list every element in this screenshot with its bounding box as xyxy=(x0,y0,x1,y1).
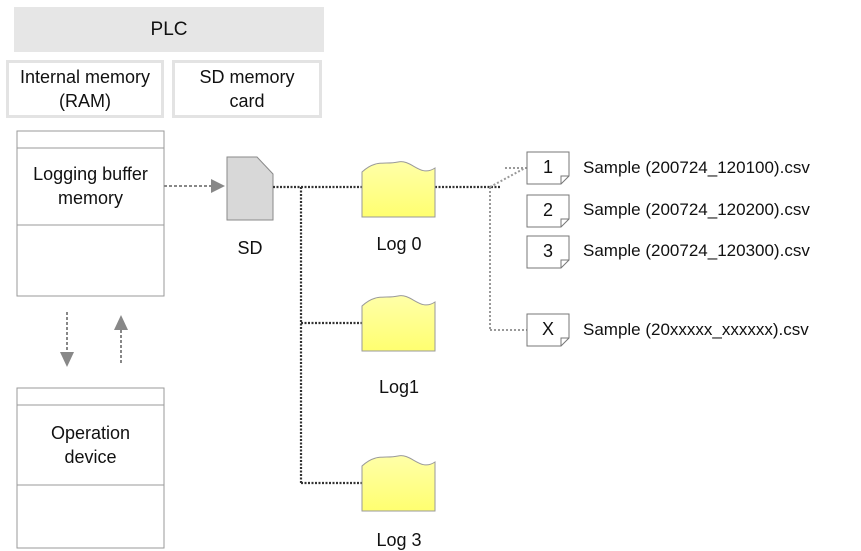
file-name-1: Sample (200724_120100).csv xyxy=(583,158,810,177)
file-id-3: 3 xyxy=(542,241,553,261)
log0-label: Log 0 xyxy=(376,234,422,254)
file-id-x: X xyxy=(541,319,554,339)
log1-folder-icon xyxy=(361,295,436,352)
sd-memory-card-label: SD memory card xyxy=(199,67,295,111)
file-id-2: 2 xyxy=(542,200,553,220)
file-name-3: Sample (200724_120300).csv xyxy=(583,241,810,260)
file-icon-2 xyxy=(526,194,570,228)
log1-label: Log1 xyxy=(378,377,420,397)
file-tree-lines xyxy=(489,167,527,331)
operation-device-box xyxy=(16,387,165,549)
upload-arrow xyxy=(114,315,128,365)
plc-header: PLC xyxy=(14,7,324,52)
logging-buffer-label: Logging buffer memory xyxy=(33,164,148,208)
file-icon-1 xyxy=(526,151,570,185)
file-icon-x xyxy=(526,313,570,347)
operation-device-label: Operation device xyxy=(50,423,131,467)
log3-folder-icon xyxy=(361,455,436,512)
file-name-2: Sample (200724_120200).csv xyxy=(583,200,810,219)
sd-memory-card-tab: SD memory card xyxy=(172,60,322,118)
file-name-x: Sample (20xxxxx_xxxxxx).csv xyxy=(583,320,809,339)
log3-label: Log 3 xyxy=(376,530,422,550)
log0-folder-icon xyxy=(361,161,436,218)
file-icon-3 xyxy=(526,235,570,269)
download-arrow xyxy=(60,312,74,367)
file-id-1: 1 xyxy=(542,157,553,177)
sd-card-icon xyxy=(226,156,274,221)
logging-buffer-box xyxy=(16,130,165,297)
buffer-to-sd-arrow xyxy=(164,179,225,193)
internal-memory-label: Internal memory (RAM) xyxy=(19,67,151,111)
sd-label: SD xyxy=(237,238,263,258)
plc-title: PLC xyxy=(150,18,188,40)
internal-memory-tab: Internal memory (RAM) xyxy=(6,60,164,118)
